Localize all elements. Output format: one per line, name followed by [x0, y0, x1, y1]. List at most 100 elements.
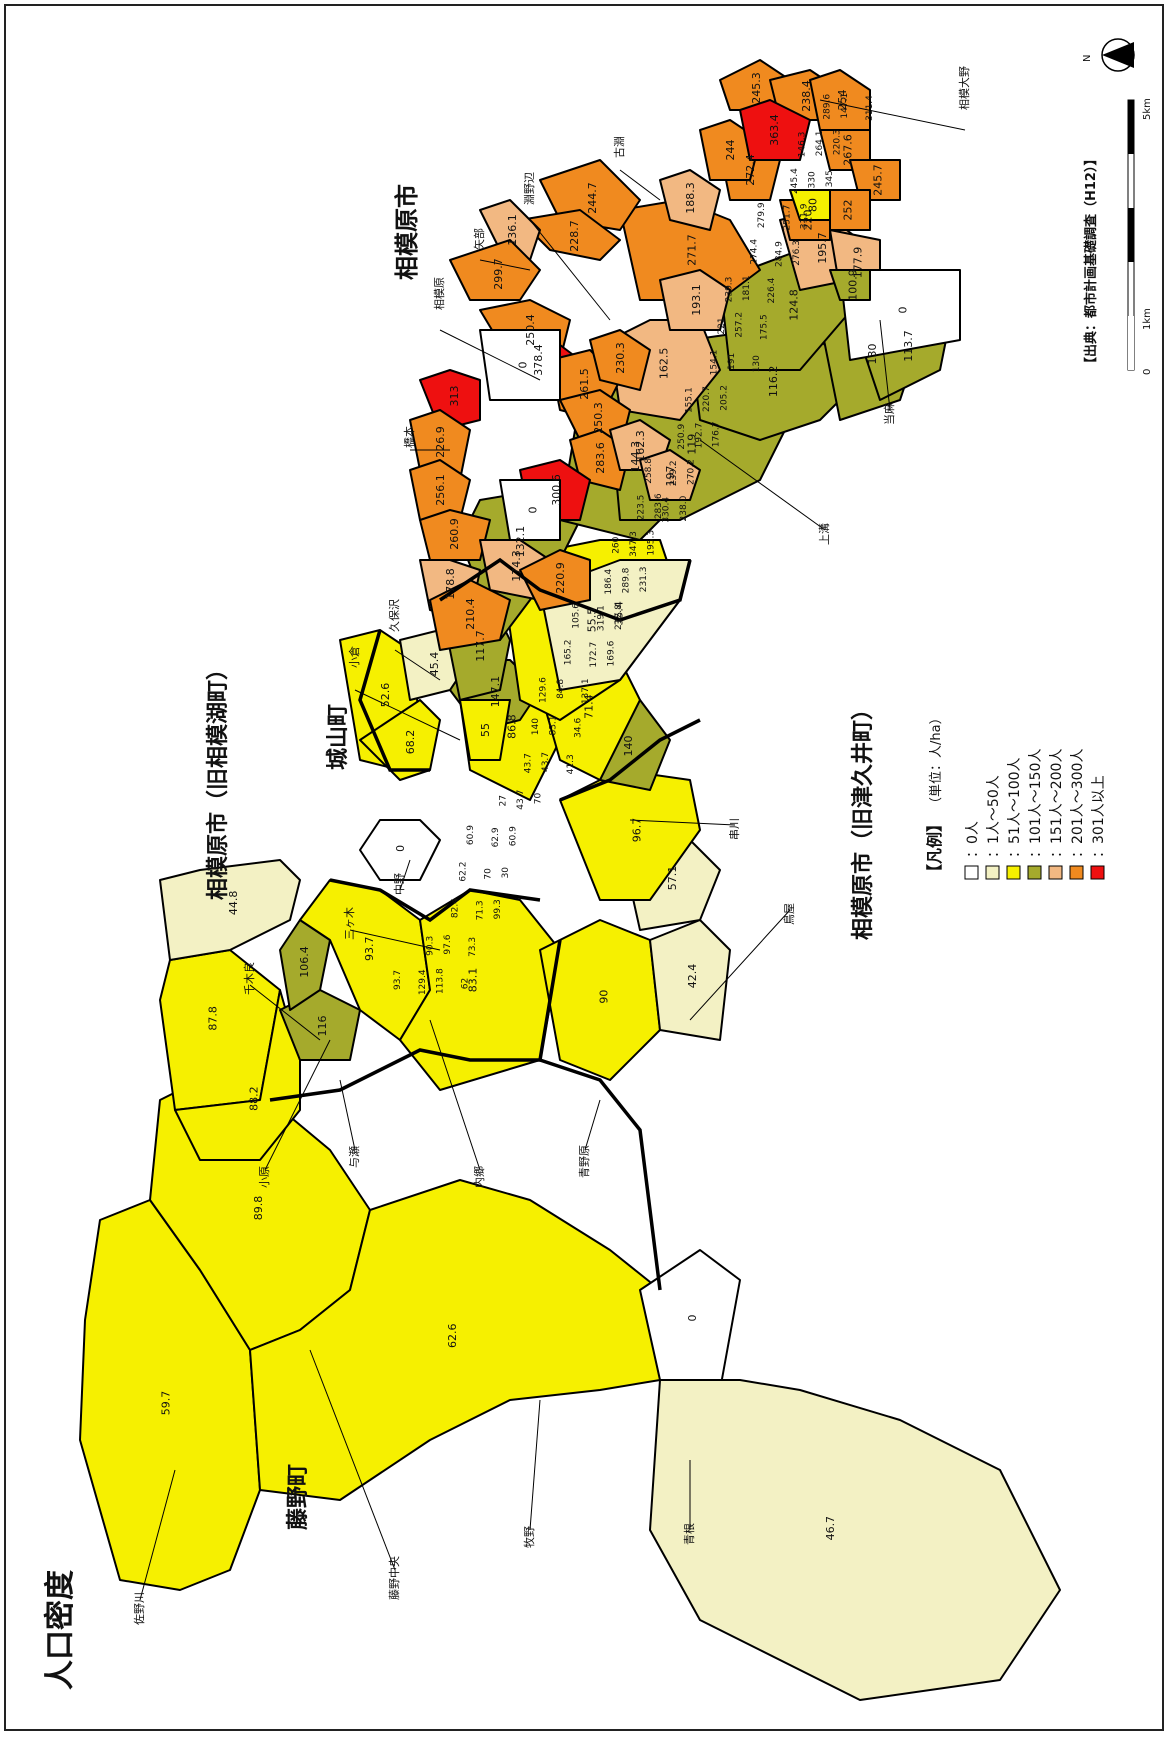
density-label: 169.6: [606, 640, 616, 666]
district-region[interactable]: [449, 239, 541, 301]
region-value: 197: [664, 466, 677, 487]
district-region[interactable]: [174, 989, 301, 1161]
district-region[interactable]: [659, 169, 721, 231]
district-region[interactable]: [789, 189, 831, 221]
district-region[interactable]: [639, 449, 701, 501]
region-value: 300.6: [550, 474, 563, 506]
density-label: 319.1: [596, 605, 606, 631]
density-label: 93.7: [393, 970, 403, 990]
region-value: 283.6: [594, 442, 607, 474]
density-label: 97.6: [443, 934, 453, 954]
place-name: 中野: [393, 873, 406, 895]
region-value: 113.7: [902, 330, 915, 362]
place-name: 牧野: [522, 1526, 536, 1548]
region-value: 228.7: [568, 220, 581, 252]
source-note: 【出典：都市計画基礎調査（H12）】: [1083, 153, 1099, 370]
district-region[interactable]: [499, 479, 561, 541]
region-value: 116.2: [767, 366, 780, 398]
district-region[interactable]: [479, 199, 541, 261]
district-regions: [79, 59, 1061, 1701]
region-value: 220.9: [554, 562, 567, 594]
legend-swatch: [1006, 865, 1021, 880]
place-name: 橋本: [402, 426, 416, 448]
density-label: 221: [717, 317, 727, 334]
map-title: 人口密度: [43, 1570, 78, 1690]
region-value: 220: [802, 210, 815, 231]
place-name: 当麻: [882, 403, 896, 425]
district-region[interactable]: [659, 269, 731, 331]
place-name: 千木良: [242, 962, 256, 995]
density-label: 83.1: [549, 715, 559, 735]
district-region[interactable]: [639, 1249, 741, 1391]
place-name: 久保沢: [387, 599, 401, 632]
svg-text:5km: 5km: [1142, 98, 1153, 120]
map-frame: [4, 4, 1164, 1731]
district-region[interactable]: [589, 329, 651, 391]
district-region[interactable]: [519, 549, 591, 611]
region-value: 46.7: [824, 1516, 837, 1541]
legend: 【凡例】 （単位：人/ha） ：0人：1人～50人：51人～100人：101人～…: [925, 711, 1107, 880]
region-value: 87.8: [207, 1006, 220, 1030]
density-label: 195.3: [647, 530, 657, 556]
density-label: 165.2: [564, 640, 574, 666]
legend-label: ：201人～300人: [1070, 749, 1086, 858]
municipality-name: 城山町: [325, 704, 351, 770]
district-region[interactable]: [519, 209, 621, 261]
density-label: 70: [533, 793, 543, 805]
legend-swatch: [1048, 865, 1063, 880]
region-value: 93.7: [363, 937, 376, 962]
density-label: 289.8: [621, 567, 631, 593]
municipality-name: 相模原市: [393, 184, 421, 280]
region-value: 106.4: [298, 946, 311, 978]
region-value: 313: [448, 386, 461, 407]
density-label: 330: [807, 171, 817, 188]
legend-label: ：301人以上: [1091, 775, 1107, 858]
density-label: 175.5: [760, 314, 770, 340]
district-region[interactable]: [409, 459, 471, 521]
legend-label: ：0人: [965, 821, 981, 858]
density-label: 251.7: [782, 205, 792, 231]
density-label: 43.7: [524, 753, 534, 773]
region-value: 252: [842, 200, 855, 221]
density-label: 140: [531, 718, 541, 735]
district-region[interactable]: [649, 1379, 1061, 1701]
district-region[interactable]: [159, 859, 301, 961]
region-value: 244.7: [586, 182, 599, 214]
leader-lines: [139, 99, 966, 1601]
legend-swatch: [1090, 865, 1105, 880]
density-label: 34.6: [574, 718, 584, 738]
place-name: 小原: [258, 1166, 271, 1188]
region-value: 52.6: [379, 683, 392, 708]
legend-label: ：151人～200人: [1049, 749, 1065, 858]
region-value: 271.7: [686, 234, 699, 266]
density-label: 226.4: [767, 277, 777, 303]
place-names: 佐野川 藤野中央 牧野 青根 小原 与瀬 内郷 青野原 千木良 三ヶ木 中野 鳥…: [132, 66, 971, 1625]
svg-text:0: 0: [1142, 369, 1153, 375]
region-value: 96.7: [631, 818, 644, 843]
district-region[interactable]: [459, 699, 511, 761]
density-label: 205.2: [719, 385, 729, 411]
district-region[interactable]: [409, 409, 471, 481]
legend-swatch: [985, 865, 1000, 880]
place-name: 相模大野: [957, 66, 971, 110]
region-value: 35.4: [612, 601, 625, 626]
region-value: 226.9: [434, 426, 447, 458]
density-label: 82.4: [451, 898, 461, 918]
density-label: 250.9: [677, 424, 687, 450]
density-label: 27: [499, 795, 509, 806]
region-value: 0: [517, 362, 530, 369]
district-region[interactable]: [829, 269, 871, 301]
district-region[interactable]: [359, 699, 441, 781]
place-name: 小倉: [347, 646, 361, 668]
density-label: 130: [752, 355, 762, 372]
district-region[interactable]: [359, 819, 441, 881]
density-label: 129.6: [539, 677, 549, 703]
density-label: 220.3: [832, 129, 842, 155]
density-label: 137.1: [581, 678, 591, 704]
district-region[interactable]: [649, 919, 731, 1041]
density-label: 60.9: [508, 826, 518, 846]
region-value: 260.9: [448, 518, 461, 550]
district-region[interactable]: [479, 329, 561, 401]
district-region[interactable]: [739, 99, 811, 161]
